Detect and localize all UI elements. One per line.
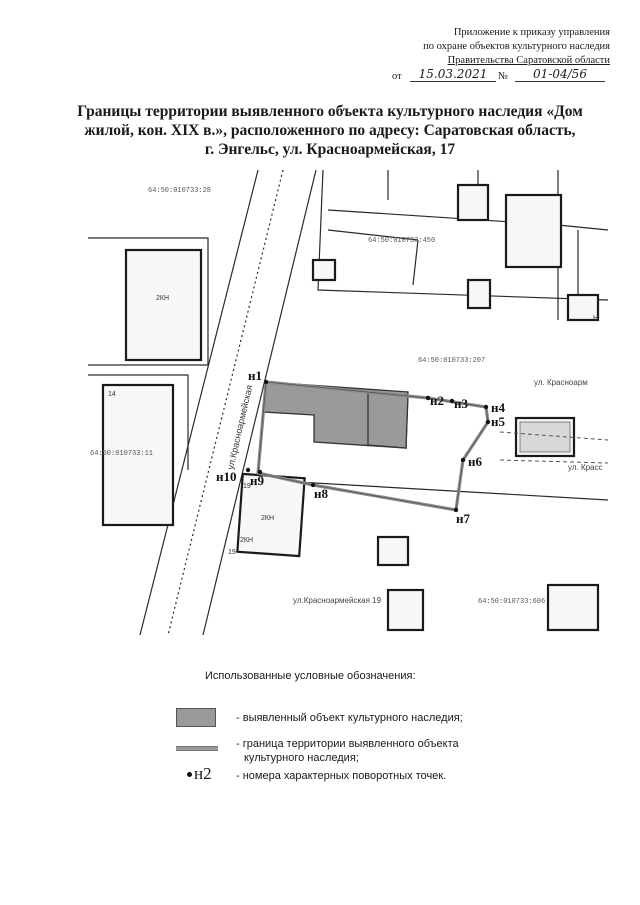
cadastre-label-5: 64:50:010733:606	[478, 598, 545, 606]
legend-point-sample: н2	[194, 764, 212, 783]
point-label-h4: н4	[491, 400, 505, 415]
street-label-right-top: ул. Красноарм	[534, 378, 588, 387]
building-label-2kn: 2КН	[240, 537, 253, 544]
building-label-19: 19	[243, 483, 251, 490]
point-h1	[263, 379, 269, 385]
point-h4	[483, 404, 489, 410]
street-edge-east	[202, 170, 317, 635]
document-title: Границы территории выявленного объекта к…	[70, 102, 590, 159]
order-number: 01-04/56	[515, 67, 605, 82]
point-label-h6: н6	[468, 454, 482, 469]
parcel-outline-top	[317, 170, 608, 301]
point-label-h10: н10	[216, 469, 237, 484]
cadastre-label-2: 64:50:010733:450	[368, 237, 435, 245]
left-block-outline-2	[88, 374, 189, 470]
point-label-h9: н9	[250, 473, 264, 488]
building-small-3	[546, 583, 600, 632]
point-h5	[485, 419, 491, 425]
building-label-south: 2КН	[261, 515, 274, 522]
cadastre-label-4: 64:50:010733:11	[90, 450, 153, 458]
legend-point-dot	[187, 772, 192, 777]
building-north-east	[504, 193, 563, 269]
left-block-outline	[88, 237, 209, 366]
point-label-h7: н7	[456, 511, 470, 526]
point-h2	[425, 395, 431, 401]
point-h7	[453, 507, 459, 513]
legend-title: Использованные условные обозначения:	[205, 670, 416, 682]
street-label-main: ул.Красноармейская	[225, 384, 254, 471]
number-prefix: №	[498, 71, 509, 82]
building-label-h: Н	[593, 315, 598, 322]
order-date: 15.03.2021	[410, 67, 496, 82]
header-line-1: Приложение к приказу управления	[453, 27, 610, 38]
building-east-hatch	[519, 421, 571, 453]
title-line-2: жилой, кон. XIX в.», расположенного по а…	[84, 122, 576, 139]
building-small-5	[311, 258, 337, 282]
street-label-right-mid: ул. Красс	[568, 463, 603, 472]
building-small-6	[466, 278, 492, 310]
point-h8	[310, 482, 316, 488]
building-small-1	[376, 535, 410, 567]
cadastre-label-1: 64:50:010733:28	[148, 187, 211, 195]
date-prefix: от	[392, 71, 402, 82]
point-label-h1: н1	[248, 368, 262, 383]
point-h9	[257, 469, 263, 475]
street-label-lower: ул.Красноармейская 19	[293, 596, 382, 605]
order-header: Приложение к приказу управления по охран…	[370, 26, 610, 84]
building-left-top	[124, 248, 203, 362]
building-small-7	[566, 293, 600, 322]
parcel-outline-south	[262, 479, 608, 501]
point-h3	[449, 398, 455, 404]
building-label-left: 2КН	[156, 295, 169, 302]
legend-boundary-label-2: культурного наследия;	[244, 752, 359, 764]
cadastral-map: 64:50:010733:28 64:50:010733:450 64:50:0…	[88, 170, 608, 635]
point-label-h5: н5	[491, 414, 505, 429]
legend-object-swatch	[176, 708, 216, 727]
cadastre-label-3: 64:50:010733:207	[418, 357, 485, 365]
point-label-h3: н3	[454, 396, 468, 411]
heritage-object-wing	[367, 391, 409, 449]
building-label-14: 14	[108, 391, 116, 398]
title-line-3: г. Энгельс, ул. Красноармейская, 17	[204, 141, 456, 158]
title-line-1: Границы территории выявленного объекта к…	[77, 103, 583, 120]
legend-object-label: - выявленный объект культурного наследия…	[236, 712, 463, 724]
point-label-h8: н8	[314, 486, 328, 501]
point-h10	[245, 467, 251, 473]
point-label-h2: н2	[430, 393, 444, 408]
legend-point-label: - номера характерных поворотных точек.	[236, 770, 447, 782]
point-h6	[460, 457, 466, 463]
header-line-2: по охране объектов культурного наследия	[423, 41, 610, 52]
building-small-4	[456, 183, 490, 222]
building-small-2	[386, 588, 425, 632]
legend-boundary-line	[176, 746, 218, 751]
legend-boundary-label-1: - граница территории выявленного объекта	[236, 738, 459, 750]
street-edge-west	[139, 170, 259, 635]
header-line-3: Правительства Саратовской области	[447, 55, 610, 66]
building-label-19b: 19	[228, 549, 236, 556]
building-left-bottom	[101, 383, 175, 527]
